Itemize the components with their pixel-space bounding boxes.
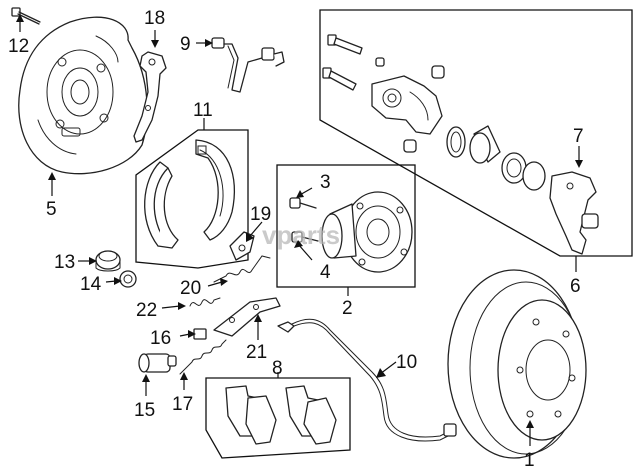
callout-20: 20 xyxy=(180,278,201,299)
caliper-body xyxy=(371,75,443,135)
callout-22: 22 xyxy=(136,300,157,321)
callout-11: 11 xyxy=(193,100,213,121)
backing-plate xyxy=(18,16,148,175)
callout-6: 6 xyxy=(570,276,581,297)
wheel-hub xyxy=(321,191,413,273)
callout-7: 7 xyxy=(573,126,584,147)
callout-13: 13 xyxy=(54,252,75,273)
callout-18: 18 xyxy=(144,8,165,29)
grommet xyxy=(95,250,121,272)
brake-hose xyxy=(211,37,285,93)
bleeder-screw xyxy=(375,57,385,67)
callout-labels: 1 2 3 4 5 6 7 8 9 10 11 12 13 14 15 16 1… xyxy=(8,8,584,471)
callout-14: 14 xyxy=(80,274,102,295)
caliper-cap xyxy=(431,65,445,79)
abs-sensor-harness xyxy=(277,318,457,442)
brake-rotor xyxy=(447,269,587,459)
brake-shoes xyxy=(144,139,236,249)
parking-brake-lever xyxy=(133,51,167,143)
hold-down-spring xyxy=(189,297,221,307)
callout-16: 16 xyxy=(150,328,171,349)
callout-3: 3 xyxy=(320,172,331,193)
callout-9: 9 xyxy=(180,34,191,55)
hub-bolt-upper xyxy=(289,197,317,209)
callout-5: 5 xyxy=(46,199,57,220)
caliper-group-box xyxy=(319,9,633,257)
leader-lines xyxy=(16,14,583,446)
brake-shoe-group-box xyxy=(135,129,249,269)
caliper-piston xyxy=(469,125,501,164)
callout-15: 15 xyxy=(134,400,155,421)
callout-17: 17 xyxy=(172,394,193,415)
callout-2: 2 xyxy=(342,298,353,319)
callout-8: 8 xyxy=(272,358,283,379)
callout-1: 1 xyxy=(524,450,535,471)
adjuster-spring xyxy=(179,339,227,375)
wheel-cylinder xyxy=(138,353,177,373)
callout-19: 19 xyxy=(250,204,271,225)
retaining-ring xyxy=(522,161,546,191)
callout-12: 12 xyxy=(8,36,29,57)
dust-boot xyxy=(501,152,527,184)
bolt xyxy=(11,7,41,25)
guide-pin-boot xyxy=(403,139,417,153)
callout-10: 10 xyxy=(396,352,417,373)
brake-pads xyxy=(225,385,337,445)
retaining-clip xyxy=(119,270,137,288)
callout-4: 4 xyxy=(320,262,331,283)
parking-brake-strut xyxy=(213,297,281,337)
return-spring xyxy=(213,255,271,283)
brake-pad-group-box xyxy=(205,377,351,459)
caliper-bolt-lower xyxy=(322,67,357,91)
hub-group-box xyxy=(276,164,416,288)
caliper-bracket xyxy=(549,171,599,255)
callout-21: 21 xyxy=(246,342,267,363)
piston-seal xyxy=(446,126,466,158)
caliper-bolt xyxy=(327,34,363,55)
